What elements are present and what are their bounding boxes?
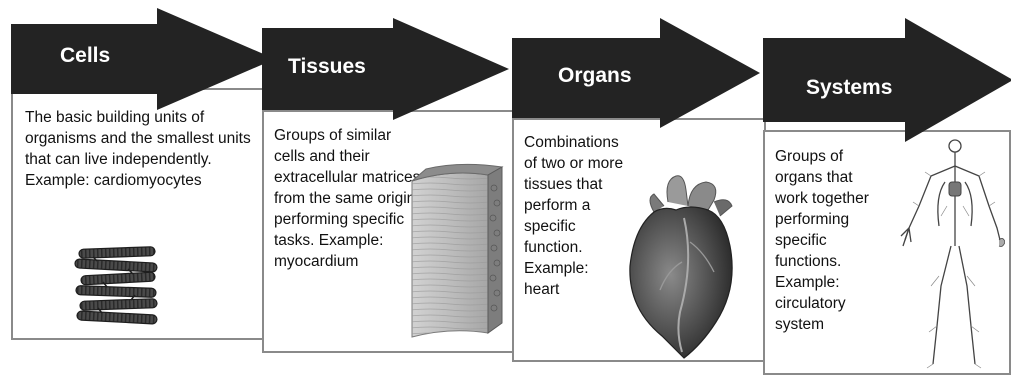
tissues-description: Groups of similar cells and their extrac… (274, 125, 422, 272)
organs-arrow (512, 18, 772, 128)
cells-description: The basic building units of organisms an… (25, 107, 259, 191)
heart-icon (624, 172, 744, 360)
systems-description: Groups of organs that work together perf… (775, 146, 885, 335)
cells-title: Cells (60, 44, 110, 68)
cardiomyocytes-icon (73, 244, 163, 328)
organs-title: Organs (558, 64, 632, 88)
cells-arrow (11, 8, 286, 118)
myocardium-icon (410, 163, 510, 339)
circulatory-system-icon (895, 136, 1005, 372)
systems-title: Systems (806, 76, 892, 100)
tissues-title: Tissues (288, 55, 366, 79)
organs-description: Combinations of two or more tissues that… (524, 132, 624, 300)
